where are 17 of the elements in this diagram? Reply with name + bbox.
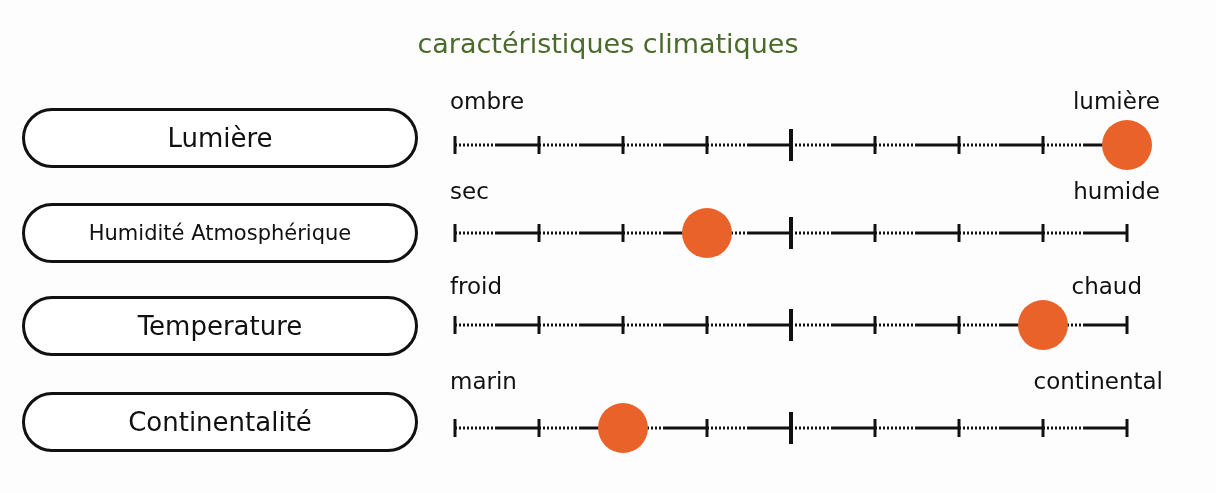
category-box [22,203,418,263]
scale-end-label: chaud [1071,273,1142,299]
category-label: Humidité Atmosphérique [88,221,352,245]
diagram-title: caractéristiques climatiques [416,28,800,59]
scale-end-label: marin [450,368,517,394]
category-label: Temperature [137,311,303,341]
scale-end-label: sec [450,178,489,204]
category-label: Continentalité [128,407,312,437]
scale-end-label: humide [1073,178,1160,204]
scale-end-label: continental [1033,368,1163,394]
scale-end-label: ombre [450,88,525,114]
category-box [22,108,418,168]
category-label: Lumière [167,123,273,153]
scale-end-label: froid [450,273,503,299]
scale-end-label: lumière [1073,88,1160,114]
category-box [22,392,418,452]
category-box [22,296,418,356]
